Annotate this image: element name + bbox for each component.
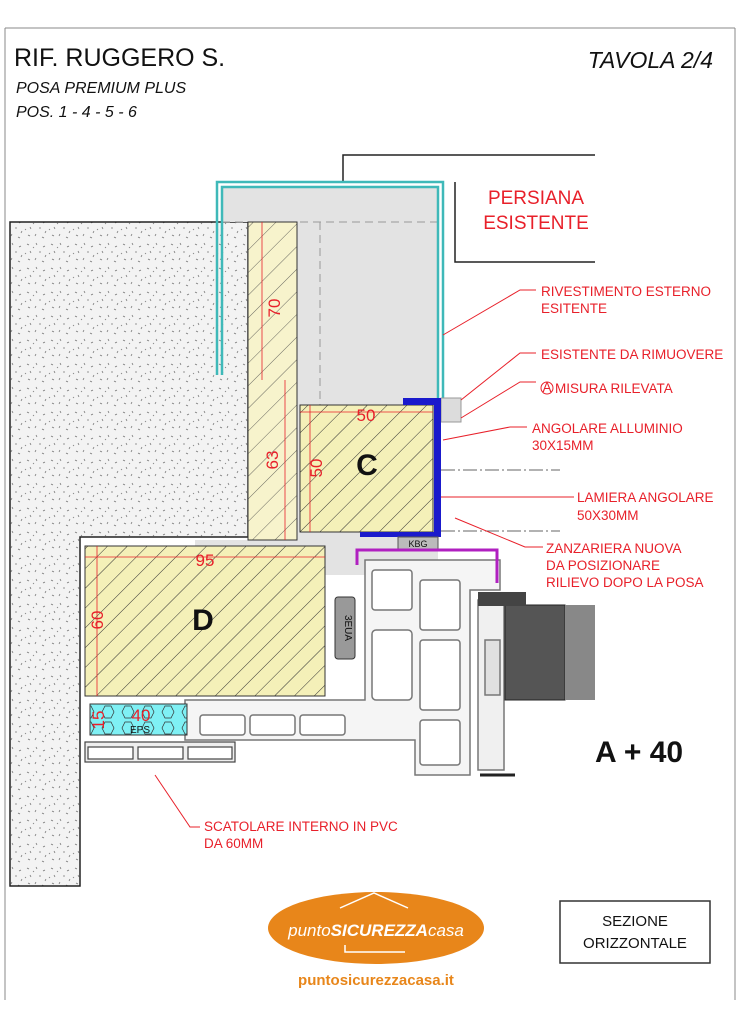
measure-marker-letter: A	[542, 380, 551, 395]
positions-label: POS. 1 - 4 - 5 - 6	[16, 104, 137, 121]
drawing-title: RIF. RUGGERO S.	[14, 44, 225, 72]
svg-text:puntoSICUREZZAcasa: puntoSICUREZZAcasa	[287, 921, 464, 940]
dim-63: 63	[263, 451, 282, 470]
annotation-remove: ESISTENTE DA RIMUOVERE	[541, 347, 723, 362]
dim-eps-15: 15	[89, 711, 108, 730]
block-c-label: C	[356, 449, 378, 482]
wood-strip	[247, 221, 298, 541]
dim-d-60: 60	[88, 611, 107, 630]
glazing-gasket	[478, 592, 526, 606]
shutter-label-1: PERSIANA	[488, 188, 584, 209]
seal-label: 3EUA	[342, 615, 353, 641]
drawing-subtitle: POSA PREMIUM PLUS	[16, 80, 186, 97]
mosquito-net	[355, 548, 499, 583]
shutter-label-2: ESISTENTE	[483, 213, 589, 234]
seal-3eua	[334, 596, 356, 660]
annotation-al-angle-2: 30X15MM	[532, 438, 594, 453]
external-cladding	[215, 180, 445, 398]
annotation-sheet-2: 50X30MM	[577, 508, 639, 523]
annotation-sheet-1: LAMIERA ANGOLARE	[577, 490, 714, 505]
annotation-pvc-1: SCATOLARE INTERNO IN PVC	[204, 819, 398, 834]
annotation-cladding-2: ESITENTE	[541, 301, 607, 316]
section-label-2: ORIZZONTALE	[583, 935, 687, 952]
glazing-bead	[504, 604, 566, 701]
pvc-internal-box	[84, 741, 236, 763]
kbg-label: KBG	[408, 539, 427, 549]
annotation-pvc-2: DA 60MM	[204, 836, 263, 851]
measure-marker-icon	[540, 381, 554, 395]
window-frame-profile	[184, 559, 505, 776]
sheet-number: TAVOLA 2/4	[588, 47, 713, 73]
existing-to-remove-area	[222, 188, 438, 222]
annotation-measure: MISURA RILEVATA	[555, 381, 673, 396]
existing-shutter: PERSIANA ESISTENTE	[342, 154, 595, 263]
eps-insulation	[89, 703, 188, 736]
dim-c-50-width: 50	[357, 406, 376, 425]
annotation-net-1: ZANZARIERA NUOVA	[546, 541, 682, 556]
annotation-al-angle-1: ANGOLARE ALLUMINIO	[532, 421, 683, 436]
section-label-1: SEZIONE	[602, 913, 668, 930]
aluminium-angle	[403, 398, 441, 476]
block-c	[299, 404, 434, 533]
eps-label: EPS	[130, 725, 150, 736]
annotation-net-3: RILIEVO DOPO LA POSA	[546, 575, 704, 590]
section-label-box	[559, 900, 711, 964]
measured-spacer	[440, 397, 462, 423]
dim-d-95: 95	[196, 551, 215, 570]
company-logo: puntoSICUREZZAcasa	[268, 892, 484, 964]
formula-label: A + 40	[595, 736, 683, 769]
block-d	[84, 545, 326, 697]
dim-eps-40: 40	[132, 706, 151, 725]
dim-70: 70	[265, 299, 284, 318]
leader-lines	[154, 289, 574, 828]
glass-pane	[565, 605, 595, 700]
website-link[interactable]: puntosicurezzacasa.it	[298, 972, 454, 989]
annotation-cladding-1: RIVESTIMENTO ESTERNO	[541, 284, 711, 299]
dim-c-50-height: 50	[307, 459, 326, 478]
annotation-net-2: DA POSIZIONARE	[546, 558, 660, 573]
block-d-label: D	[192, 604, 214, 637]
